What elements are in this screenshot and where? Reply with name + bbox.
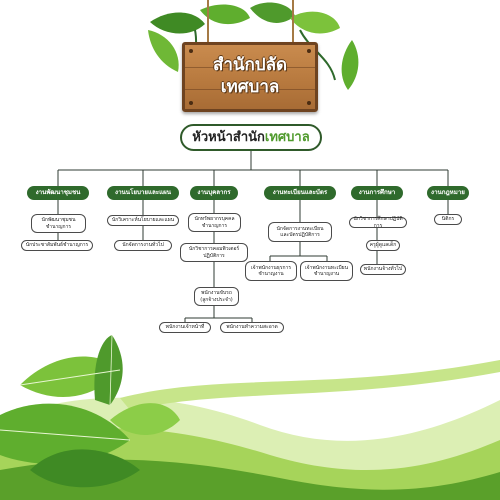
leaf-tall [94,335,123,405]
side-leaf-right [341,40,359,90]
rope-left [207,0,209,44]
position-public-relations: นักประชาสัมพันธ์ชำนาญการ [21,240,93,251]
dept-registration: งานทะเบียนและบัตร [264,186,336,200]
position-childcare-teacher: ครูผู้ดูแลเด็ก [366,240,400,251]
dept-legal: งานกฎหมาย [427,186,469,200]
side-leaf-left [148,30,179,72]
position-legal-officer: นิติกร [434,214,462,225]
dept-education: งานการศึกษา [351,186,403,200]
title-line2: เทศบาล [220,77,280,97]
title-line1: สำนักปลัด [212,55,288,75]
title-sign: สำนักปลัด เทศบาล [182,42,318,112]
position-cleaner: พนักงานทำความสะอาด [220,322,284,333]
rope-right [292,0,294,44]
vine-right [299,29,336,81]
position-policy-analyst: นักวิเคราะห์นโยบายและแผน [107,215,179,226]
dept-community-development: งานพัฒนาชุมชน [27,186,89,200]
dept-personnel: งานบุคลากร [190,186,238,200]
dept-policy-planning: งานนโยบายและแผน [107,186,179,200]
position-education-officer: นักวิชาการศึกษาปฏิบัติการ [349,216,407,229]
top-leaf-1 [150,12,205,34]
head-label-accent: เทศบาล [264,130,310,145]
position-general-admin: นักจัดการงานทั่วไป [114,240,172,251]
top-leaf-4 [290,11,340,34]
position-general-employee: พนักงานจ้างทั่วไป [360,264,406,275]
top-leaf-3 [250,2,295,23]
position-hr-officer: นักทรัพยากรบุคคล ชำนาญการ [188,213,241,232]
wave-swoosh [120,360,500,410]
position-registration-officer: นักจัดการงานทะเบียน และบัตรปฏิบัติการ [268,222,332,242]
position-clerk: เจ้าพนักงานธุรการ ชำนาญงาน [245,261,297,281]
head-label: หัวหน้าสำนัก [192,130,265,145]
position-computer-tech: นักวิชาการคอมพิวเตอร์ ปฏิบัติการ [180,243,248,262]
leaf-right [110,403,180,435]
position-registrar: เจ้าพนักงานทะเบียน ชำนาญงาน [300,261,353,281]
leaf-large [0,403,130,465]
head-of-office-box: หัวหน้าสำนักเทศบาล [180,124,322,151]
position-staff: พนักงานเจ้าหน้าที่ [159,322,211,333]
top-leaf-2 [200,4,250,25]
position-driver: พนักงานขับรถ (ลูกจ้างประจำ) [194,287,239,306]
leaf-bottom [30,449,140,488]
position-community-developer: นักพัฒนาชุมชน ชำนาญการ [31,214,86,233]
